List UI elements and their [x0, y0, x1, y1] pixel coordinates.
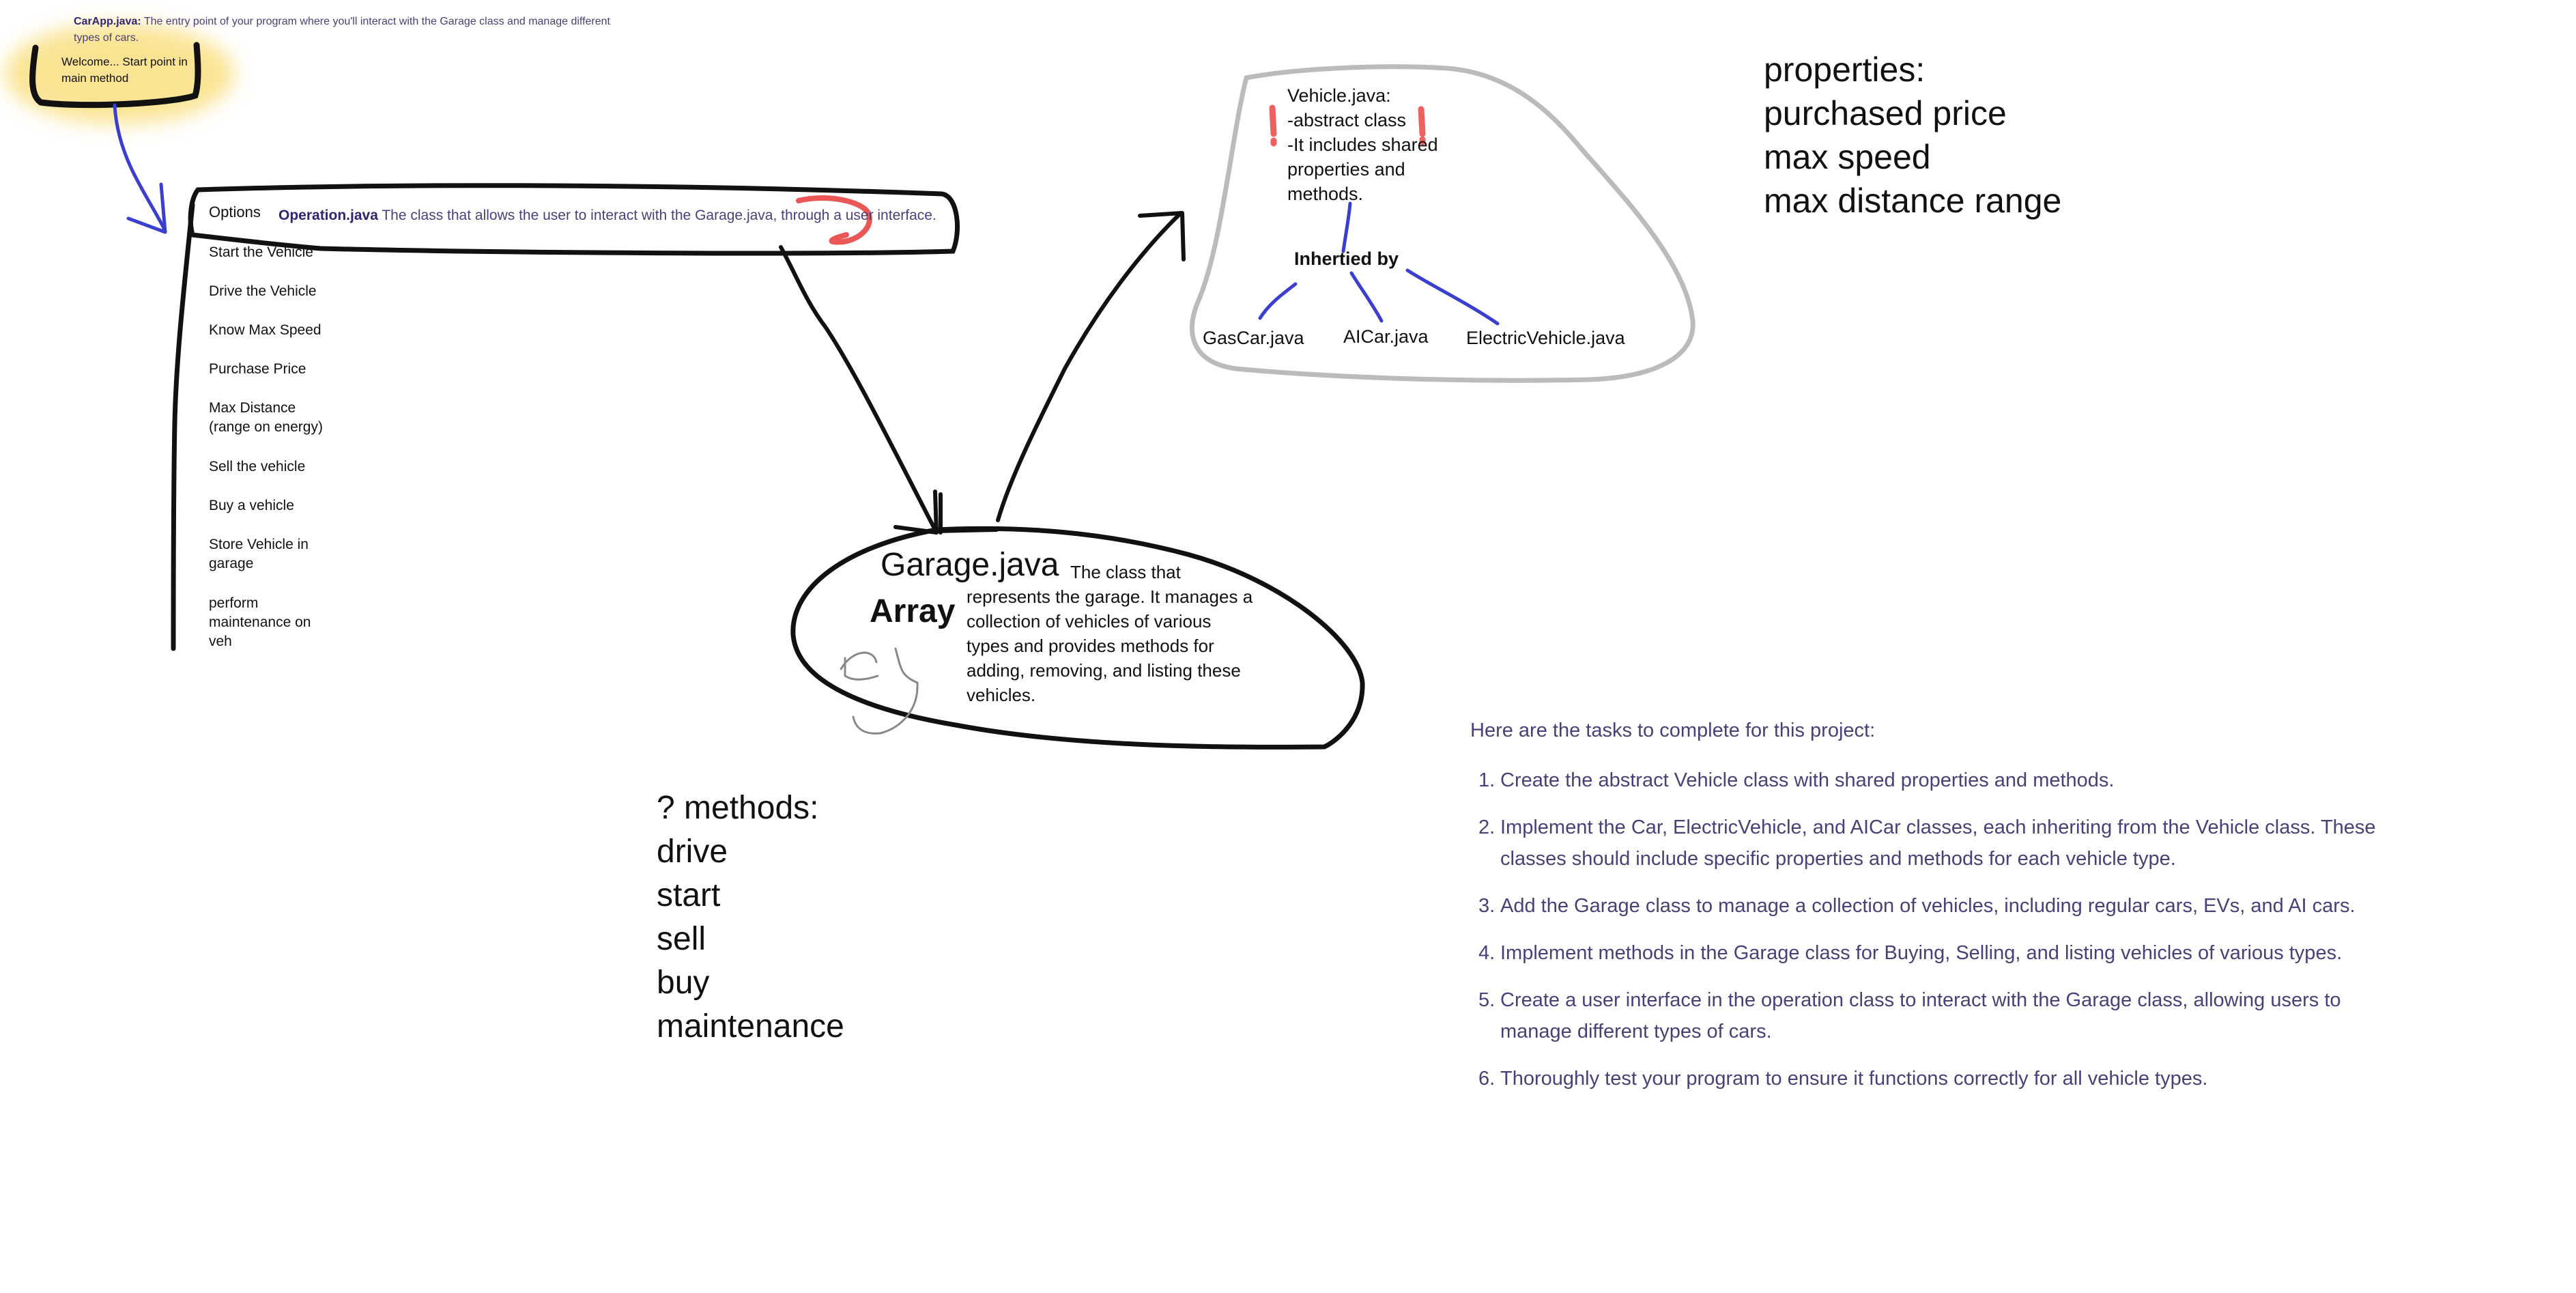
- options-bracket: [171, 202, 195, 651]
- task-text: Implement the Car, ElectricVehicle, and …: [1500, 816, 2376, 870]
- tasks-intro: Here are the tasks to complete for this …: [1470, 720, 1876, 741]
- blue-line-to-aicar: [1349, 271, 1384, 323]
- task-item: 1. Create the abstract Vehicle class wit…: [1478, 765, 2407, 796]
- option-item: Store Vehicle in garage: [209, 537, 309, 571]
- option-item: Purchase Price: [209, 361, 306, 377]
- carapp-description: CarApp.java: The entry point of your pro…: [74, 14, 613, 46]
- subclass-gascar: GasCar.java: [1203, 328, 1304, 348]
- garage-top-marker: [934, 492, 999, 535]
- arrowhead-to-garage: [893, 489, 939, 535]
- property-item: purchased price: [1764, 94, 2007, 132]
- operation-description: Operation.java The class that allows the…: [278, 208, 936, 224]
- red-marker-vehicle-left: [1269, 104, 1277, 147]
- red-marker-operation: [796, 195, 872, 245]
- option-item: Buy a vehicle: [209, 498, 294, 513]
- blue-line-to-electricvehicle: [1405, 268, 1500, 326]
- carapp-description-text: The entry point of your program where yo…: [74, 16, 610, 44]
- method-item: drive: [657, 834, 728, 870]
- task-number: 6.: [1478, 1068, 1495, 1090]
- blue-arrowhead: [126, 182, 167, 234]
- option-item: Sell the vehicle: [209, 459, 306, 474]
- carapp-box-outline: [29, 42, 201, 109]
- red-marker-vehicle-right: [1418, 106, 1426, 145]
- task-number: 4.: [1478, 942, 1495, 964]
- task-item: 5. Create a user interface in the operat…: [1478, 984, 2407, 1047]
- task-text: Create the abstract Vehicle class with s…: [1500, 769, 2115, 791]
- operation-description-text: The class that allows the user to intera…: [377, 208, 936, 223]
- task-text: Thoroughly test your program to ensure i…: [1500, 1068, 2208, 1090]
- properties-heading: properties:: [1764, 51, 1926, 89]
- task-number: 3.: [1478, 895, 1495, 917]
- task-number: 5.: [1478, 989, 1495, 1011]
- task-number: 2.: [1478, 816, 1495, 838]
- vehicle-line: -abstract class: [1287, 110, 1407, 130]
- method-item: start: [657, 877, 721, 913]
- subclass-electricvehicle: ElectricVehicle.java: [1466, 328, 1625, 348]
- garage-title: Garage.java: [881, 547, 1059, 583]
- option-item: Max Distance (range on energy): [209, 400, 323, 435]
- blue-arrow-carapp-to-options: [113, 103, 167, 233]
- method-item: buy: [657, 965, 710, 1001]
- options-label: Options: [209, 203, 261, 221]
- option-item: Know Max Speed: [209, 322, 321, 338]
- task-item: 4. Implement methods in the Garage class…: [1478, 937, 2407, 969]
- methods-list: ? methods: drive start sell buy maintena…: [657, 786, 844, 1049]
- carapp-file-name: CarApp.java:: [74, 16, 141, 27]
- vehicle-box-outline: [1189, 64, 1695, 383]
- garage-box-outline: [790, 526, 1365, 750]
- subclass-aicar: AICar.java: [1343, 326, 1429, 347]
- task-item: 3. Add the Garage class to manage a coll…: [1478, 890, 2407, 922]
- vehicle-file-name: Vehicle.java:: [1287, 85, 1391, 106]
- properties-list: properties: purchased price max speed ma…: [1764, 48, 2061, 223]
- property-item: max distance range: [1764, 182, 2062, 220]
- option-item: Drive the Vehicle: [209, 283, 317, 299]
- methods-heading: ? methods:: [657, 790, 819, 826]
- vehicle-line: -It includes shared properties and metho…: [1287, 134, 1438, 204]
- arrow-operation-to-garage: [779, 245, 939, 535]
- method-item: sell: [657, 921, 706, 957]
- operation-box-outline: [188, 183, 960, 256]
- blue-line-vehicle-to-inherited: [1341, 201, 1352, 253]
- task-item: 6. Thoroughly test your program to ensur…: [1478, 1063, 2407, 1094]
- operation-file-name: Operation.java: [278, 208, 378, 223]
- task-number: 1.: [1478, 769, 1495, 791]
- blue-line-to-gascar: [1258, 282, 1298, 320]
- arrow-garage-to-vehicle: [996, 211, 1183, 522]
- vehicle-description: Vehicle.java: -abstract class -It includ…: [1287, 83, 1465, 206]
- task-item: 2. Implement the Car, ElectricVehicle, a…: [1478, 812, 2407, 875]
- property-item: max speed: [1764, 138, 1931, 176]
- arrowhead-to-vehicle: [1138, 211, 1186, 261]
- method-item: maintenance: [657, 1008, 844, 1045]
- task-text: Implement methods in the Garage class fo…: [1500, 942, 2343, 964]
- task-text: Add the Garage class to manage a collect…: [1500, 895, 2356, 917]
- inherited-label: Inhertied by: [1294, 248, 1399, 269]
- gray-scribble: [840, 647, 919, 735]
- task-text: Create a user interface in the operation…: [1500, 989, 2341, 1042]
- option-item: Start the Vehicle: [209, 244, 313, 260]
- garage-description: The class that represents the garage. It…: [967, 562, 1253, 705]
- welcome-note: Welcome... Start point in main method: [61, 55, 188, 85]
- option-item: perform maintenance on veh: [209, 595, 311, 649]
- array-label: Array: [870, 593, 956, 629]
